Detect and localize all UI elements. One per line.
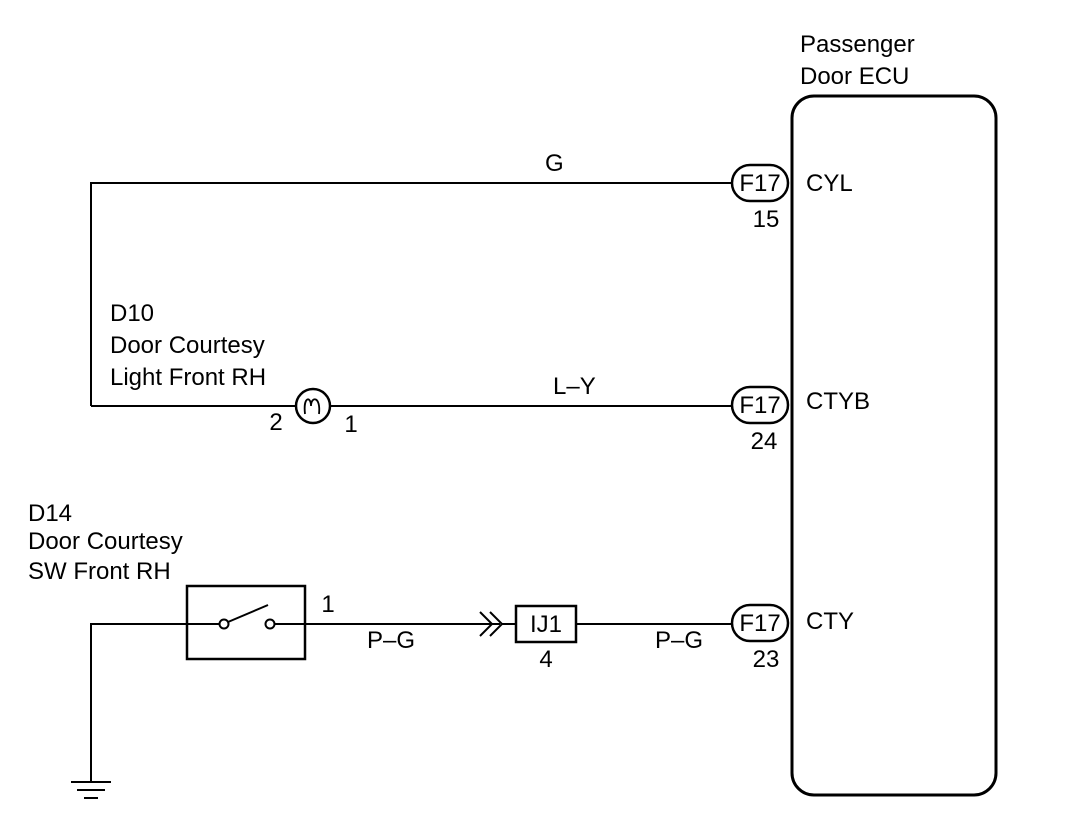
connector-label: F17 <box>739 392 780 419</box>
lamp-code: D10 <box>110 300 154 327</box>
ground-icon <box>71 781 111 799</box>
wire-ly-label: L–Y <box>553 373 596 400</box>
ecu-title-line2: Door ECU <box>800 63 909 90</box>
ecu-box <box>790 94 998 797</box>
ecu-title-line1: Passenger <box>800 31 915 58</box>
lamp-pin-right: 1 <box>344 411 357 438</box>
switch-name-line1: Door Courtesy <box>28 528 183 555</box>
terminal-cty: CTY <box>806 608 854 635</box>
pin-number-cyl: 15 <box>753 206 780 233</box>
wire-switch-ground <box>90 623 219 782</box>
terminal-ctyb: CTYB <box>806 388 870 415</box>
pin-number-ctyb: 24 <box>751 428 778 455</box>
connector-f17-ctyb: F17 <box>730 385 790 425</box>
junction-pin: 4 <box>539 646 552 673</box>
bulb-icon <box>294 387 332 425</box>
junction-label: IJ1 <box>530 611 562 638</box>
lamp-pin-left: 2 <box>269 409 282 436</box>
terminal-cyl: CYL <box>806 170 853 197</box>
switch-name-line2: SW Front RH <box>28 558 171 585</box>
wire-g-label: G <box>545 150 564 177</box>
wire-pg-left-label: P–G <box>367 627 415 654</box>
junction-ij1: IJ1 <box>514 604 578 644</box>
connector-f17-cyl: F17 <box>730 163 790 203</box>
switch-box <box>185 584 307 661</box>
connector-label: F17 <box>739 170 780 197</box>
connector-label: F17 <box>739 610 780 637</box>
pin-number-cty: 23 <box>753 646 780 673</box>
wire-g <box>90 182 732 406</box>
switch-pin: 1 <box>321 591 334 618</box>
wire-pg-right-label: P–G <box>655 627 703 654</box>
switch-icon <box>218 604 276 630</box>
lamp-name-line1: Door Courtesy <box>110 332 265 359</box>
lamp-name-line2: Light Front RH <box>110 364 266 391</box>
switch-code: D14 <box>28 500 72 527</box>
connector-f17-cty: F17 <box>730 603 790 643</box>
